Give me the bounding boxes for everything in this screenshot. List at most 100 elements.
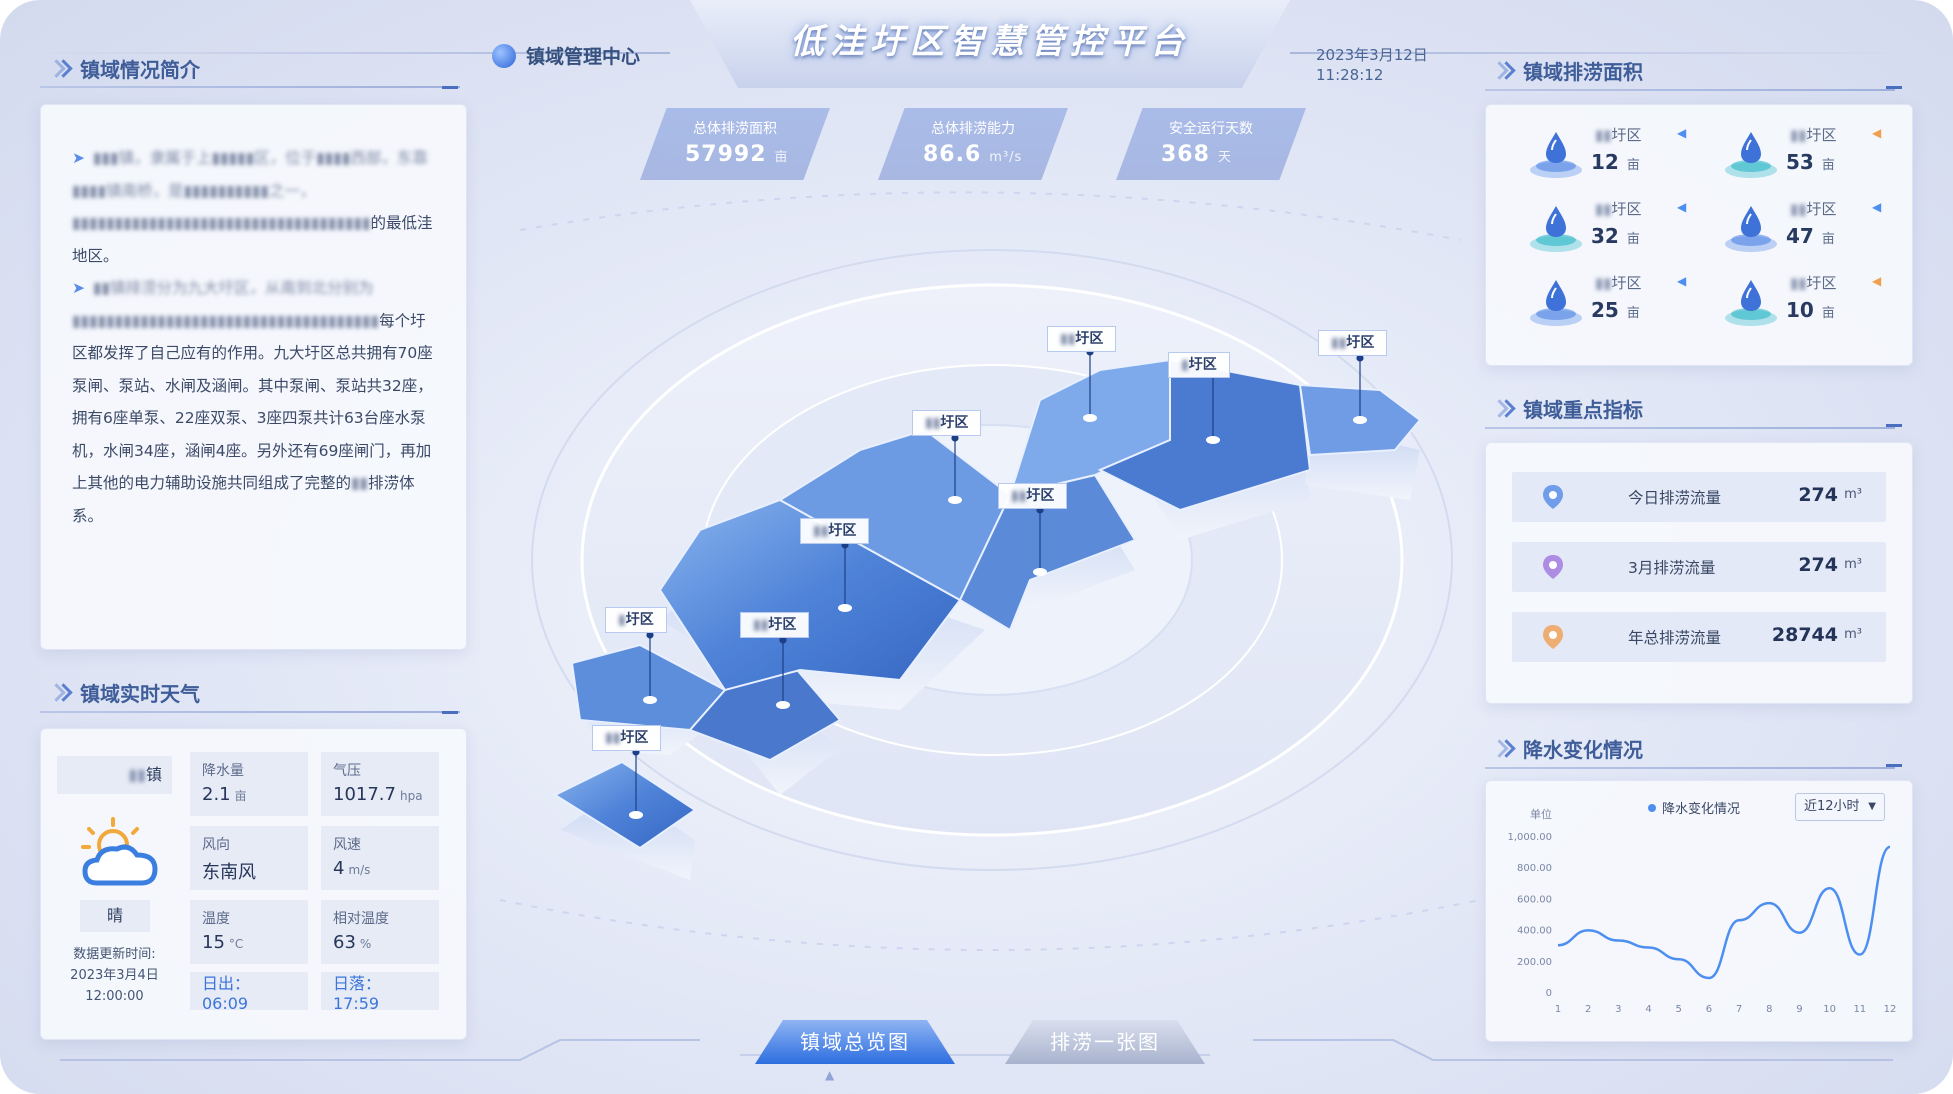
rain-value: 2.1 [202,784,231,805]
pressure-unit: hpa [399,789,423,803]
humidity-unit: % [359,937,372,951]
weather-title: 镇域实时天气 [80,682,200,706]
header-bar [690,0,1290,88]
legend-label: 降水变化情况 [1662,802,1741,817]
weather-humidity: 相对温度 63% [321,900,439,964]
areas-panel-header: 镇域排涝面积 [1493,56,1643,85]
weather-condition: 晴 [80,900,150,932]
weather-temperature: 温度 15°C [190,900,308,964]
stat-value: 368 [1161,142,1210,167]
map-label[interactable]: ▮▮圩区 [800,518,870,544]
map-label[interactable]: ▮▮圩区 [1318,330,1388,356]
temp-unit: °C [228,937,244,951]
management-center-link[interactable]: 镇域管理中心 [492,42,640,69]
nav-drainage-label: 排涝一张图 [1050,1030,1160,1054]
caret-left-icon: ◀ [1872,274,1882,288]
map-label[interactable]: ▮▮圩区 [592,725,662,751]
caret-left-icon: ◀ [1872,126,1882,140]
x-tick-label: 11 [1853,1004,1866,1015]
water-drop-icon [1530,206,1582,252]
x-tick-label: 1 [1555,1004,1561,1015]
indicator-value: 274 [1798,554,1838,576]
map-label[interactable]: ▮▮圩区 [912,410,982,436]
humidity-label: 相对温度 [333,911,389,927]
nav-drainage-button[interactable]: 排涝一张图 [1005,1020,1205,1064]
areas-underline [1485,89,1895,91]
caret-left-icon: ◀ [1677,200,1687,214]
x-tick-label: 6 [1706,1004,1712,1015]
y-tick-label: 0 [1546,988,1552,999]
indicators-title: 镇域重点指标 [1523,398,1643,422]
temp-value: 15 [202,932,225,953]
stat-unit: 亩 [774,150,789,165]
stat-label: 总体排涝面积 [693,121,777,137]
caret-left-icon: ◀ [1872,200,1882,214]
intro-blurred: ▮▮▮▮西部，东靠 [316,149,428,167]
region-south[interactable] [552,760,697,850]
region-center-north[interactable] [778,428,1012,602]
rain-panel-header: 降水变化情况 [1493,734,1643,763]
bullet-icon: ➤ [72,149,85,167]
x-tick-label: 9 [1796,1004,1802,1015]
chevron-right-icon [50,59,70,79]
rain-tick [1886,764,1902,767]
indicator-label: 年总排涝流量 [1628,629,1722,647]
areas-tick [1886,86,1902,89]
indicator-label: 今日排涝流量 [1628,489,1722,507]
map-label[interactable]: ▮▮圩区 [740,612,810,638]
intro-blurred: ▮▮▮▮▮▮▮▮▮▮▮▮▮▮▮▮▮▮▮▮▮▮▮▮▮▮▮▮▮▮▮▮▮▮▮ [72,214,371,232]
update-date: 2023年3月4日 [70,968,159,983]
map-label[interactable]: ▮圩区 [605,607,667,633]
map-regions[interactable] [552,358,1422,850]
wind-speed-unit: m/s [348,863,371,877]
water-drop-icon [1530,132,1582,178]
current-time: 11:28:12 [1316,66,1384,84]
stat-unit: m³/s [989,150,1023,165]
y-tick-label: 200.00 [1517,957,1552,968]
map-label[interactable]: ▮▮圩区 [998,483,1068,509]
map-label[interactable]: ▮圩区 [1168,352,1230,378]
x-tick-label: 8 [1766,1004,1772,1015]
area-name: ▮▮圩区 [1595,274,1642,292]
management-center-label: 镇域管理中心 [526,46,641,68]
indicator-unit: m³ [1844,487,1862,502]
rain-unit: 亩 [234,789,247,803]
legend-dot [1648,803,1656,812]
stat-unit: 天 [1217,150,1232,165]
region-s2[interactable] [688,648,842,762]
nav-overview-button[interactable]: 镇域总览图 [755,1020,955,1064]
rain-underline [1485,767,1895,769]
y-tick-label: 600.00 [1517,894,1552,905]
weather-underline [40,711,460,713]
x-tick-label: 10 [1823,1004,1836,1015]
x-tick-label: 2 [1585,1004,1591,1015]
region-center[interactable] [658,498,962,692]
indicators-underline [1485,427,1895,429]
time-range-dropdown[interactable]: 近12小时▼ [1795,793,1885,821]
series-line [1557,845,1891,980]
area-name: ▮▮圩区 [1790,200,1837,218]
intro-title: 镇域情况简介 [80,58,200,82]
map-label[interactable]: ▮▮圩区 [1047,326,1117,352]
intro-paragraph-1-tail: 的最低洼地区。 [72,214,433,265]
intro-panel-header: 镇域情况简介 [50,54,200,83]
y-tick-label: 1,000.00 [1507,832,1552,843]
water-drop-icon [1725,132,1777,178]
intro-paragraph-2-end: 排涝体系。 [72,474,415,525]
weather-town-suffix: 镇 [145,765,162,784]
